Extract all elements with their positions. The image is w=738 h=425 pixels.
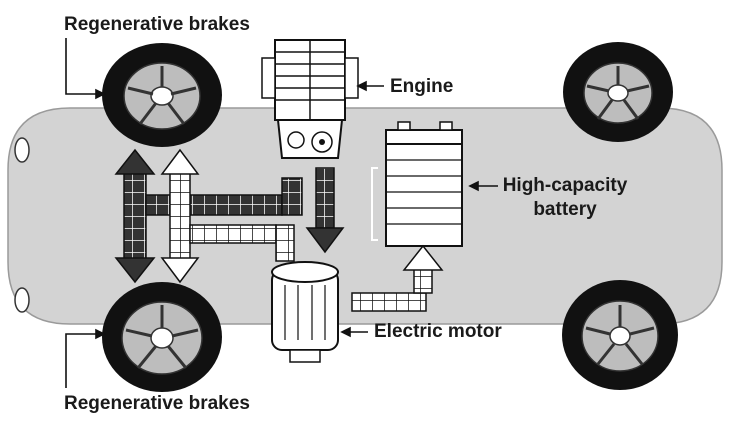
label-regenerative-brakes-top: Regenerative brakes (64, 14, 250, 35)
wheel-rear-top (563, 42, 673, 142)
wheel-front-bottom (102, 282, 222, 392)
wheel-front-top (102, 43, 222, 147)
label-regenerative-brakes-bottom: Regenerative brakes (64, 393, 250, 414)
engine-icon (261, 39, 359, 159)
label-electric-motor: Electric motor (374, 321, 502, 342)
headlight-icon (14, 287, 30, 313)
wheel-rear-bottom (562, 280, 678, 390)
label-battery-line2: battery (533, 199, 597, 220)
label-battery-line1: High-capacity (502, 175, 628, 196)
label-engine: Engine (390, 76, 454, 97)
electric-motor-icon (271, 261, 339, 363)
battery-icon (371, 121, 463, 247)
headlight-icon (14, 137, 30, 163)
leader-lines (65, 38, 498, 388)
light-flow-arrow (160, 148, 444, 312)
